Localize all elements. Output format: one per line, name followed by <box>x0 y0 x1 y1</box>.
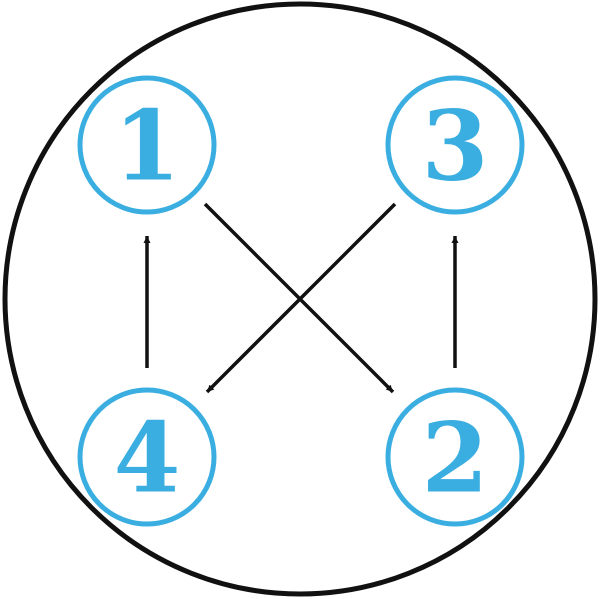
node-3: 3 <box>385 75 525 215</box>
node-2-label: 2 <box>422 402 489 515</box>
node-3-circle <box>385 75 525 215</box>
node-4-label: 4 <box>114 402 181 515</box>
node-2: 2 <box>385 387 525 527</box>
node-1-label: 1 <box>114 90 181 203</box>
node-4: 4 <box>77 387 217 527</box>
node-1: 1 <box>77 75 217 215</box>
node-1-circle <box>77 75 217 215</box>
node-2-circle <box>385 387 525 527</box>
node-4-circle <box>77 387 217 527</box>
node-3-label: 3 <box>422 90 489 203</box>
arrow-3-to-4 <box>205 202 397 394</box>
